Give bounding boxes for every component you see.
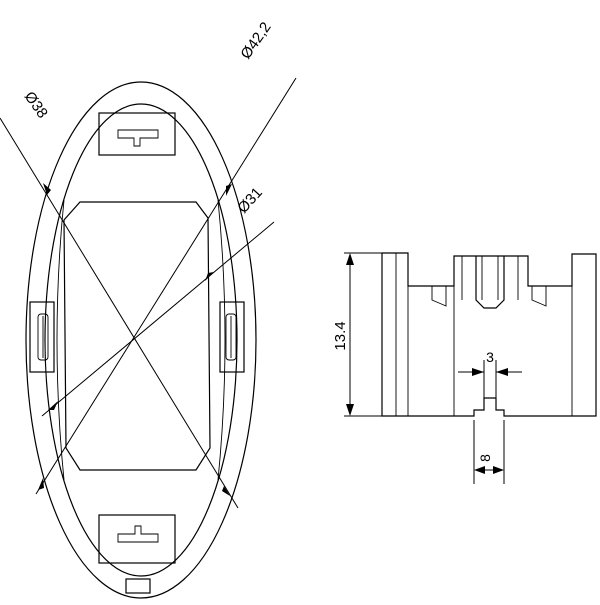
label-height: 13.4 <box>332 321 349 350</box>
side-view: 13.4 3 8 <box>332 252 597 484</box>
height-dimension <box>344 252 382 417</box>
right-clip <box>219 301 245 373</box>
side-profile <box>381 252 597 417</box>
outer-ring <box>25 81 257 599</box>
slot-width-dimension <box>458 360 522 400</box>
label-tab-width: 8 <box>477 454 493 462</box>
diameter-38-leader <box>0 117 239 509</box>
label-diameter-38: Ø38 <box>21 89 51 122</box>
center-post <box>461 256 519 309</box>
battery-cavity <box>63 201 211 471</box>
left-inner-arc <box>56 199 65 481</box>
tab-width-dimension <box>473 420 505 484</box>
label-slot-width: 3 <box>486 349 494 365</box>
left-notch <box>431 286 447 307</box>
inner-ring <box>44 103 238 577</box>
bottom-contact <box>98 514 176 594</box>
diameter-31-leader <box>41 221 275 417</box>
label-diameter-42: Ø42,2 <box>237 19 274 62</box>
diameter-42-leader <box>35 77 297 495</box>
top-view: Ø42,2 Ø38 Ø31 <box>0 19 297 599</box>
right-inner-arc <box>217 199 226 481</box>
label-diameter-31: Ø31 <box>234 184 266 216</box>
left-clip <box>29 301 55 373</box>
right-notch <box>531 286 547 307</box>
top-contact <box>98 112 176 156</box>
